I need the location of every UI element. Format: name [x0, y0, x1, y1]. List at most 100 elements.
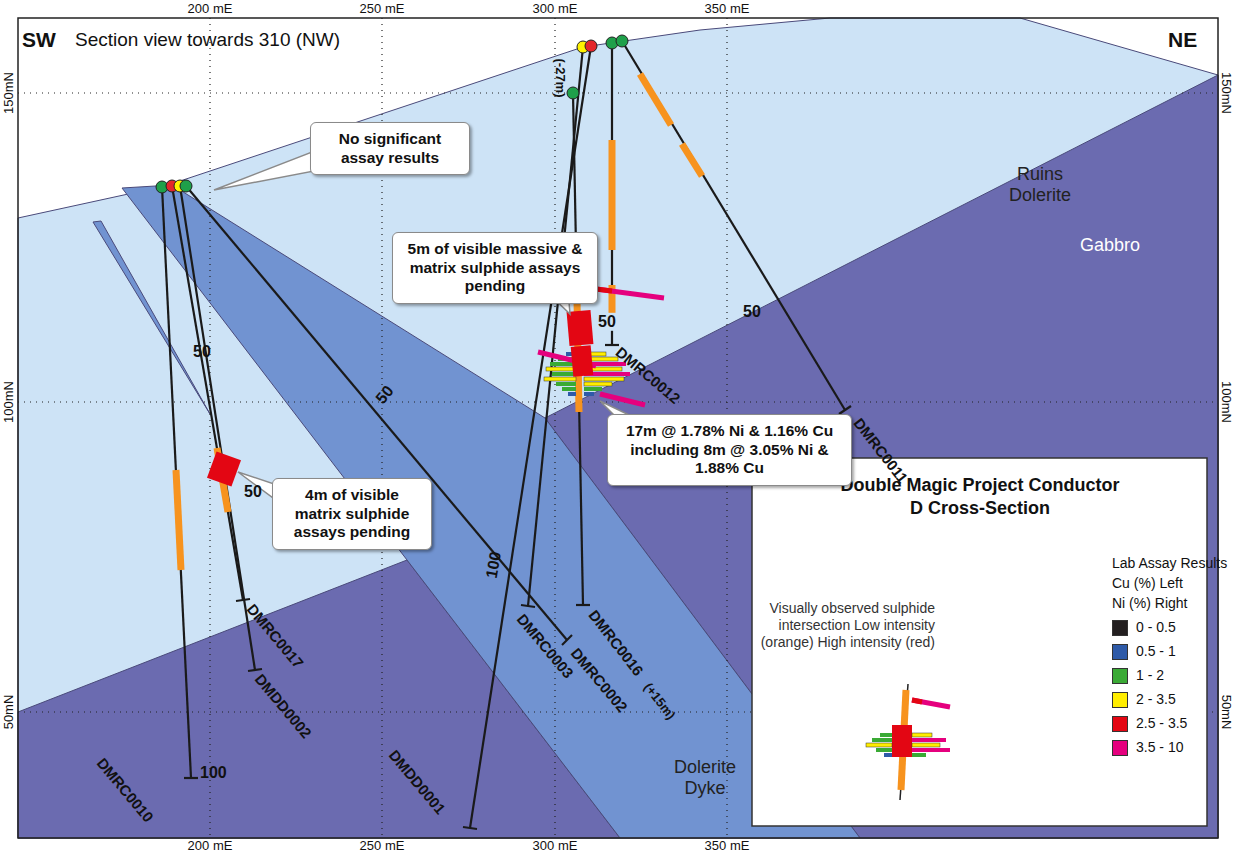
- hole-traces: [611, 43, 613, 345]
- hole-traces: [248, 669, 262, 671]
- hole-traces: [180, 186, 255, 670]
- section-label: Section view towards 310 (NW): [75, 29, 340, 51]
- assay-histogram: [584, 382, 612, 386]
- legend-swatch: [1112, 740, 1128, 756]
- assay-histogram: [584, 387, 602, 391]
- geology-units: [18, 18, 1218, 838]
- section-label: DMRC0012: [612, 343, 683, 407]
- section-label: 50mN: [1219, 695, 1234, 730]
- hole-traces: [162, 41, 851, 829]
- section-label: 50mN: [2, 695, 17, 730]
- section-label: DMDD0002: [251, 670, 315, 741]
- legend-panel: [912, 700, 950, 707]
- section-label: 50: [743, 303, 761, 321]
- legend-panel: [884, 753, 892, 757]
- grid: [209, 18, 210, 838]
- legend-panel: [912, 753, 926, 757]
- legend-swatch: [1112, 620, 1128, 636]
- dyke-sliver: [93, 221, 210, 414]
- section-label: SW: [22, 28, 56, 52]
- collars: [567, 87, 579, 99]
- section-label: 300 mE: [533, 839, 578, 854]
- callout-box: 17m @ 1.78% Ni & 1.16% Cu including 8m @…: [607, 414, 852, 486]
- section-label: 50: [596, 313, 618, 331]
- ruins-dolerite: [18, 18, 1218, 838]
- section-label: DMDD0001: [385, 746, 449, 817]
- callout-text: 5m of visible massive & matrix sulphide …: [401, 240, 589, 296]
- assay-histogram: [600, 394, 645, 405]
- section-label: 350 mE: [705, 839, 750, 854]
- assay-histogram: [556, 382, 576, 386]
- section-label: Cu (%) Left: [1112, 575, 1183, 591]
- legend-panel: [912, 743, 940, 747]
- legend-text: 0.5 - 1: [1136, 643, 1176, 660]
- legend-panel: [912, 700, 922, 702]
- section-label: 100mN: [2, 381, 17, 423]
- hole-traces: [470, 46, 591, 828]
- legend-title: Double Magic Project Conductor D Cross-S…: [840, 474, 1120, 519]
- legend-text: 2.5 - 3.5: [1136, 715, 1187, 732]
- assay-histogram: [568, 392, 576, 396]
- section-label: Gabbro: [1080, 235, 1140, 256]
- section-label: 100: [483, 550, 506, 579]
- assay-histogram: [562, 387, 576, 391]
- low-intensity-sulphide: [640, 74, 671, 125]
- section-label: 50: [244, 483, 262, 501]
- assay-histogram: [596, 289, 664, 298]
- assay-histogram: [546, 367, 576, 371]
- hole-traces: [605, 344, 619, 346]
- section-label: 150mN: [2, 72, 17, 114]
- callout-text: No significant assay results: [319, 130, 461, 167]
- grid: [554, 18, 555, 838]
- legend-text: 3.5 - 10: [1136, 739, 1183, 756]
- section-label: Ni (%) Right: [1112, 595, 1187, 611]
- legend-text: 0 - 0.5: [1136, 619, 1176, 636]
- high-intensity-sulphide: [207, 451, 241, 486]
- section-label: Lab Assay Results: [1112, 555, 1227, 571]
- legend-panel: [912, 733, 932, 737]
- collars: [585, 40, 597, 52]
- section-label: 100mN: [1219, 381, 1234, 423]
- hole-traces: [463, 827, 477, 829]
- dolerite-dyke: [122, 185, 860, 838]
- high-intensity-sulphide: [207, 310, 593, 487]
- hole-traces: [184, 777, 198, 779]
- grid: [18, 18, 1218, 838]
- section-label: DMRC0003: [513, 610, 577, 681]
- legend-panel: [876, 748, 892, 752]
- legend-panel: [752, 458, 1207, 826]
- hole-traces: [172, 186, 243, 600]
- section-label: 300 mE: [533, 2, 578, 17]
- section-label: (+15m): [640, 680, 678, 723]
- callout-pointers: [214, 145, 652, 512]
- callout-box: 4m of visible matrix sulphide assays pen…: [272, 478, 432, 550]
- hole-traces: [622, 41, 845, 410]
- collars: [156, 35, 628, 193]
- legend-text: 1 - 2: [1136, 667, 1164, 684]
- assay-histogram: [544, 377, 576, 381]
- legend-text: 2 - 3.5: [1136, 691, 1176, 708]
- legend-panel: [872, 738, 892, 742]
- legend-panel: [912, 738, 946, 742]
- section-label: Dolerite Dyke: [660, 757, 750, 798]
- assay-histogram: [552, 372, 576, 376]
- section-label: Ruins Dolerite: [995, 164, 1085, 205]
- callout-box: No significant assay results: [310, 122, 470, 175]
- collars: [616, 35, 628, 47]
- low-intensity-sulphide: [682, 144, 702, 176]
- assay-histogram: [596, 289, 612, 291]
- section-label: 100: [200, 764, 227, 782]
- legend-panel: [752, 458, 1207, 826]
- callout-text: 4m of visible matrix sulphide assays pen…: [281, 486, 423, 542]
- hole-traces: [521, 605, 535, 607]
- section-label: DMRC0017: [243, 600, 307, 671]
- callout-text: 17m @ 1.78% Ni & 1.16% Cu including 8m @…: [616, 422, 843, 478]
- hole-traces: [839, 406, 851, 414]
- low-intensity-sulphide: [609, 140, 616, 250]
- section-label: (-27m): [553, 58, 568, 97]
- section-label: 250 mE: [360, 2, 405, 17]
- section-label: 50: [193, 343, 211, 361]
